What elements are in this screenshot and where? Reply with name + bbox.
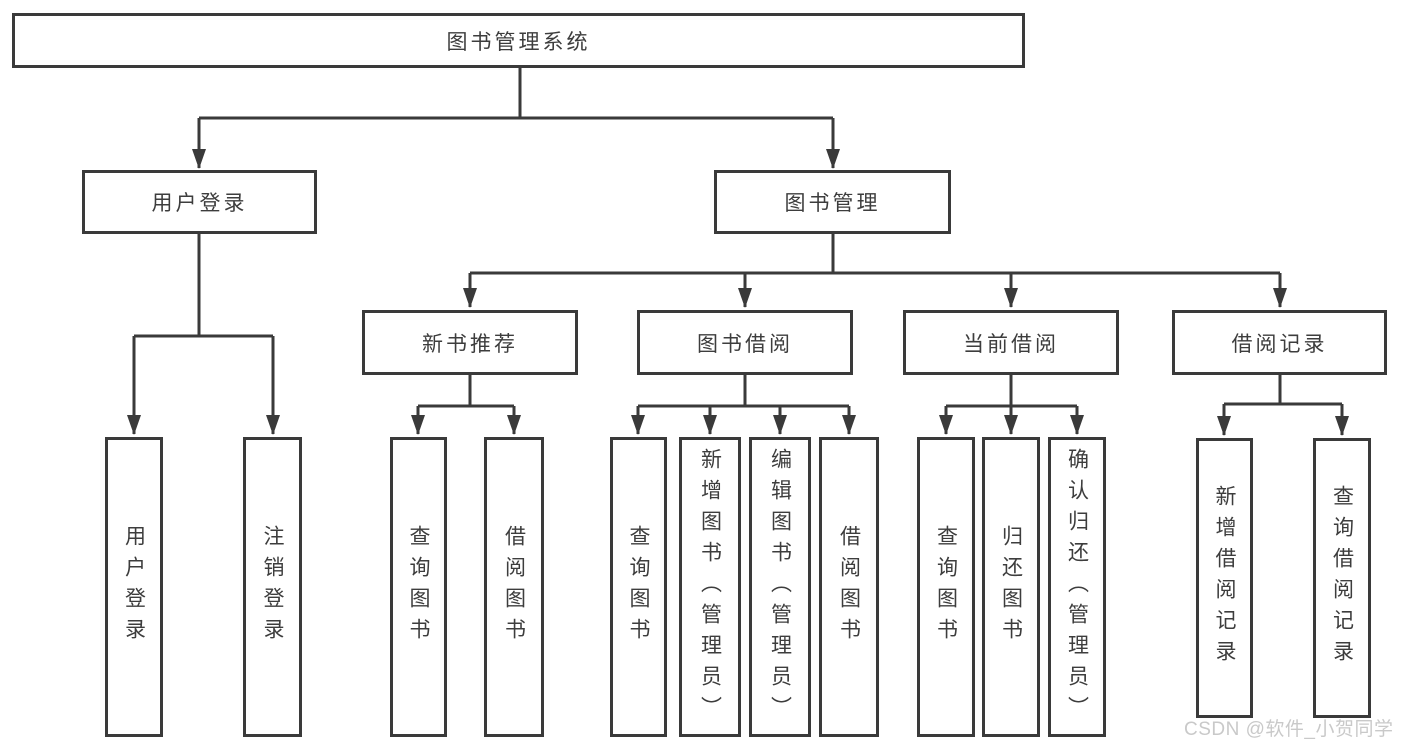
leaf-query-books-3: 查询图书: [917, 437, 975, 737]
leaf-query-borrow-record: 查询借阅记录: [1313, 438, 1371, 718]
node-borrowing-records-label: 借阅记录: [1231, 332, 1328, 356]
leaf-query-borrow-record-label: 查询借阅记录: [1330, 485, 1354, 671]
leaf-edit-book-admin-label: 编辑图书（管理员）: [768, 447, 792, 727]
leaf-confirm-return-admin: 确认归还（管理员）: [1048, 437, 1106, 737]
node-new-book-recommend-label: 新书推荐: [422, 332, 518, 356]
leaf-user-login: 用户登录: [105, 437, 163, 737]
leaf-logout-label: 注销登录: [261, 525, 284, 649]
leaf-user-login-label: 用户登录: [122, 525, 146, 649]
node-book-borrowing-label: 图书借阅: [697, 332, 793, 356]
node-book-management-label: 图书管理: [784, 192, 881, 215]
node-current-borrowing-label: 当前借阅: [963, 332, 1059, 356]
node-borrowing-records: 借阅记录: [1172, 310, 1387, 375]
leaf-borrow-books-1: 借阅图书: [484, 437, 544, 737]
leaf-return-books-label: 归还图书: [999, 525, 1023, 649]
node-new-book-recommend: 新书推荐: [362, 310, 578, 375]
leaf-borrow-books-1-label: 借阅图书: [502, 525, 526, 649]
leaf-add-borrow-record-label: 新增借阅记录: [1213, 485, 1236, 671]
leaf-query-books-1: 查询图书: [390, 437, 447, 737]
leaf-add-book-admin-label: 新增图书（管理员）: [698, 447, 722, 727]
node-system-root-label: 图书管理系统: [446, 30, 591, 54]
node-book-borrowing: 图书借阅: [637, 310, 853, 375]
leaf-borrow-books-2-label: 借阅图书: [837, 525, 861, 649]
leaf-edit-book-admin: 编辑图书（管理员）: [749, 437, 811, 737]
leaf-query-books-3-label: 查询图书: [934, 525, 958, 649]
leaf-logout: 注销登录: [243, 437, 302, 737]
leaf-add-borrow-record: 新增借阅记录: [1196, 438, 1253, 718]
node-user-login-label: 用户登录: [151, 192, 248, 215]
watermark: CSDN @软件_小贺同学: [1184, 719, 1394, 740]
leaf-query-books-1-label: 查询图书: [407, 525, 430, 649]
node-current-borrowing: 当前借阅: [903, 310, 1119, 375]
leaf-query-books-2-label: 查询图书: [627, 525, 650, 649]
leaf-confirm-return-admin-label: 确认归还（管理员）: [1065, 447, 1089, 727]
leaf-return-books: 归还图书: [982, 437, 1040, 737]
node-user-login: 用户登录: [82, 170, 317, 234]
leaf-add-book-admin: 新增图书（管理员）: [679, 437, 741, 737]
node-book-management: 图书管理: [714, 170, 951, 234]
node-system-root: 图书管理系统: [12, 13, 1025, 68]
leaf-query-books-2: 查询图书: [610, 437, 667, 737]
leaf-borrow-books-2: 借阅图书: [819, 437, 879, 737]
